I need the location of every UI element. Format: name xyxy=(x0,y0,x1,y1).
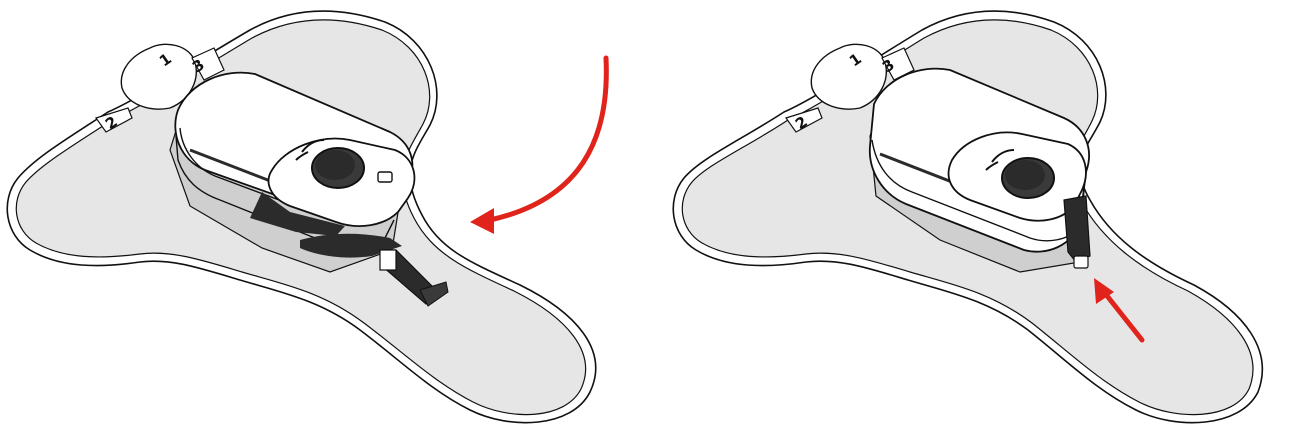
curved-arrow-icon xyxy=(470,58,606,234)
step-1-illustration: 1 2 3 xyxy=(0,0,645,432)
step-2-illustration: 1 2 3 xyxy=(644,0,1289,432)
